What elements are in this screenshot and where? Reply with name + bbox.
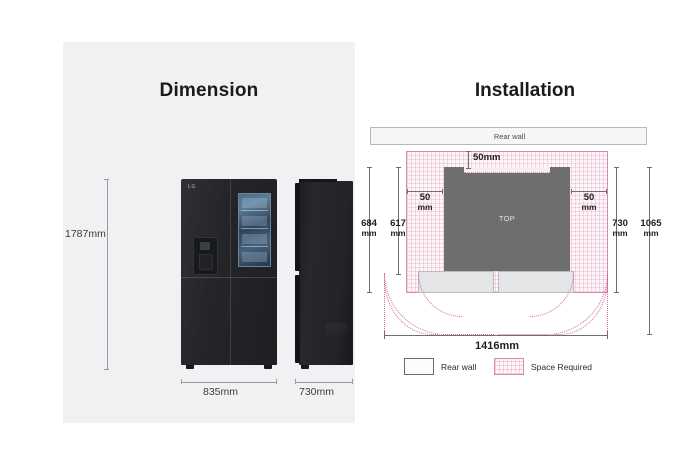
installation-diagram: Rear wall TOP 50mm bbox=[360, 127, 690, 392]
legend-item-rear-wall: Rear wall bbox=[404, 358, 476, 375]
refrigerator-side-view bbox=[295, 179, 353, 370]
right-clearance-cap-b bbox=[606, 189, 607, 194]
rear-wall-label: Rear wall bbox=[493, 132, 526, 141]
swing-width-cap-right bbox=[607, 331, 608, 339]
width-dim-line bbox=[181, 382, 277, 383]
left-clearance-cap-b bbox=[442, 189, 443, 194]
fridge-footprint-top: TOP bbox=[444, 167, 570, 271]
side-panel-sheen bbox=[325, 323, 347, 337]
left-clearance-cap-a bbox=[407, 189, 408, 194]
depth-1065-unit: mm bbox=[643, 228, 659, 238]
depth-617-cap-top bbox=[396, 167, 401, 168]
rear-clearance-label: 50mm bbox=[473, 152, 501, 163]
height-dim-line bbox=[107, 179, 108, 370]
instaview-glass-panel bbox=[238, 193, 271, 267]
refrigerator-front-view: LG bbox=[181, 179, 277, 370]
lg-logo: LG bbox=[188, 184, 196, 190]
side-foot bbox=[301, 365, 309, 369]
front-shelf-split bbox=[181, 277, 277, 278]
left-clearance-value: 50 bbox=[419, 192, 431, 203]
legend-space-required-label: Space Required bbox=[531, 361, 592, 372]
depth-730-cap-bottom bbox=[614, 292, 619, 293]
depth-1065-cap-bottom bbox=[647, 334, 652, 335]
depth-617-line bbox=[398, 167, 399, 275]
side-upper-door-edge bbox=[295, 183, 300, 271]
depth-617-unit: mm bbox=[390, 228, 406, 238]
depth-684-cap-top bbox=[367, 167, 372, 168]
swing-width-line bbox=[384, 335, 608, 336]
width-dim-cap-right bbox=[276, 379, 277, 384]
dispenser-tap-icon bbox=[200, 242, 210, 250]
legend-rear-wall-swatch-icon bbox=[404, 358, 434, 375]
water-dispenser bbox=[193, 237, 218, 275]
depth-617-cap-bottom bbox=[396, 274, 401, 275]
depth-dim-cap-left bbox=[295, 379, 296, 384]
door-extent-left bbox=[384, 273, 418, 335]
dimension-panel: Dimension LG bbox=[63, 42, 355, 423]
side-top-lip bbox=[299, 179, 337, 182]
rear-clearance-cap-top bbox=[466, 151, 471, 152]
fridge-front-body: LG bbox=[181, 179, 277, 365]
rear-clearance-cap-bottom bbox=[466, 168, 471, 169]
front-door-split bbox=[230, 179, 231, 365]
legend-space-required-swatch-icon bbox=[494, 358, 524, 375]
depth-684-line bbox=[369, 167, 370, 293]
depth-684-unit: mm bbox=[361, 228, 377, 238]
width-dim-cap-left bbox=[181, 379, 182, 384]
depth-730-value: 730 bbox=[612, 218, 628, 229]
depth-1065-cap-top bbox=[647, 167, 652, 168]
left-clearance-line bbox=[407, 191, 443, 192]
depth-730-unit: mm bbox=[612, 228, 628, 238]
depth-684-cap-bottom bbox=[367, 292, 372, 293]
depth-730-cap-top bbox=[614, 167, 619, 168]
dispenser-well bbox=[199, 254, 213, 270]
rear-clearance-line bbox=[468, 151, 469, 169]
left-clearance-unit: mm bbox=[417, 202, 433, 212]
right-clearance-unit: mm bbox=[581, 202, 597, 212]
height-dim-cap-bottom bbox=[104, 369, 109, 370]
depth-dim-line bbox=[295, 382, 353, 383]
height-dim-cap-top bbox=[104, 179, 109, 180]
depth-1065-value: 1065 bbox=[640, 218, 662, 229]
legend-rear-wall-label: Rear wall bbox=[441, 361, 477, 372]
depth-684-value: 684 bbox=[361, 218, 377, 229]
dimension-title: Dimension bbox=[159, 80, 259, 101]
right-clearance-cap-a bbox=[571, 189, 572, 194]
side-lower-door-edge bbox=[295, 275, 300, 363]
fridge-foot-left bbox=[186, 365, 194, 369]
rear-wall-bar: Rear wall bbox=[370, 127, 647, 145]
depth-730-line bbox=[616, 167, 617, 293]
right-clearance-line bbox=[571, 191, 607, 192]
depth-dim-cap-right bbox=[352, 379, 353, 384]
width-dimension-label: 835mm bbox=[203, 386, 239, 398]
top-footprint-label: TOP bbox=[498, 214, 516, 223]
installation-panel: Installation Rear wall TOP bbox=[360, 42, 690, 423]
swing-width-cap-left bbox=[384, 331, 385, 339]
fridge-foot-right bbox=[264, 365, 272, 369]
depth-dimension-label: 730mm bbox=[299, 386, 335, 398]
depth-1065-line bbox=[649, 167, 650, 335]
legend-item-space-required: Space Required bbox=[494, 358, 592, 375]
right-clearance-value: 50 bbox=[583, 192, 595, 203]
depth-617-value: 617 bbox=[390, 218, 406, 229]
swing-width-label: 1416mm bbox=[474, 340, 520, 352]
installation-title: Installation bbox=[474, 80, 576, 101]
fridge-side-body bbox=[299, 181, 353, 365]
legend: Rear wall Space Required bbox=[360, 358, 690, 384]
rear-clearance-notch bbox=[464, 167, 550, 173]
height-dimension-label: 1787mm bbox=[65, 228, 106, 240]
door-extent-right bbox=[574, 273, 608, 335]
